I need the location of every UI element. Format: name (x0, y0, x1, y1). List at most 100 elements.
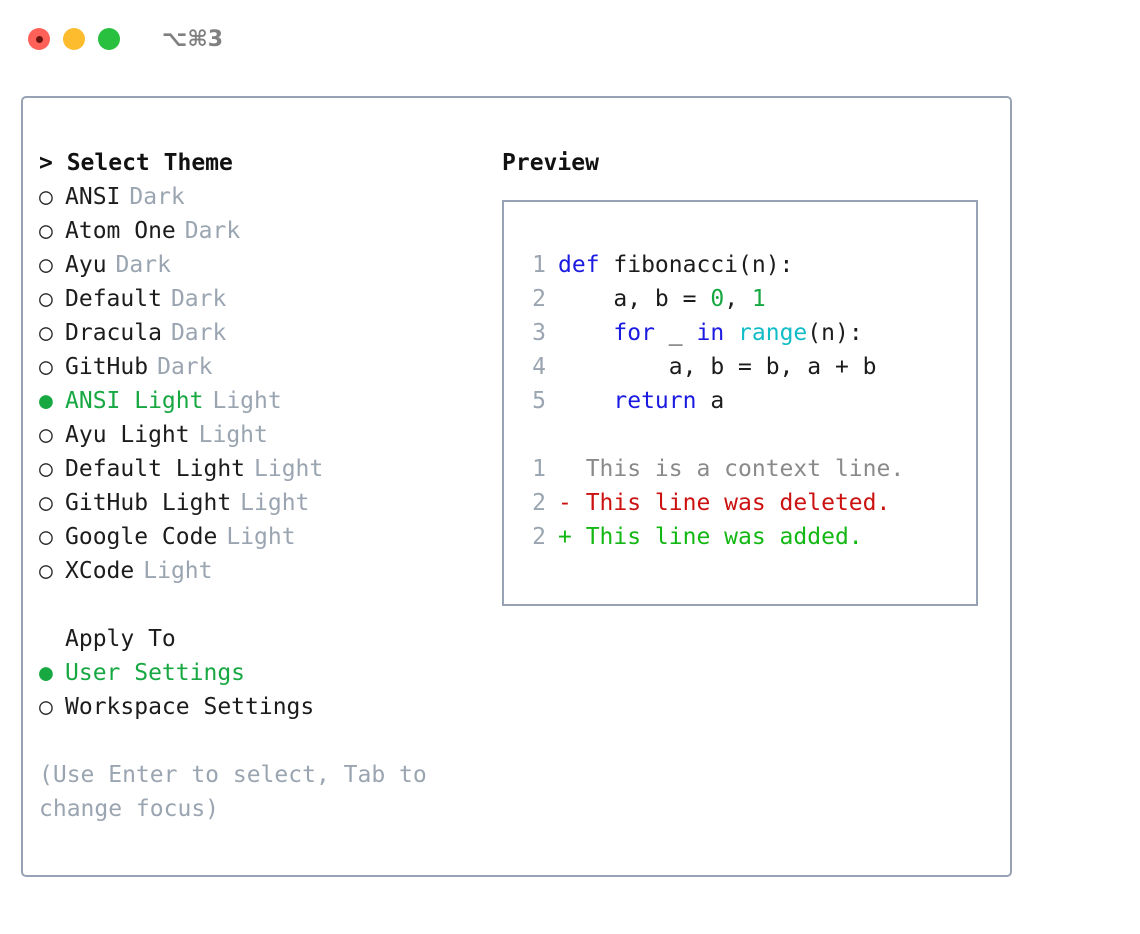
theme-option-label: XCode (65, 558, 135, 584)
theme-option-ayu[interactable]: ○ Ayu Dark (39, 248, 479, 282)
theme-option-label: GitHub (65, 354, 149, 380)
code-line: 1 def fibonacci(n): (504, 248, 976, 282)
traffic-light-group (28, 28, 120, 50)
preview-spacer (504, 418, 976, 452)
radio-selected-icon: ● (39, 388, 53, 414)
diff-line-content: This is a context line. (558, 456, 905, 482)
radio-unselected-icon: ○ (39, 558, 53, 584)
code-token-kw: return (613, 388, 697, 414)
code-line-number: 4 (532, 354, 546, 380)
code-token-plain: (n): (807, 320, 863, 346)
diff-sample: 1 This is a context line. 2 - This line wa… (504, 452, 976, 554)
theme-option-label: ANSI (65, 184, 121, 210)
code-line-content: a, b = b, a + b (558, 350, 877, 384)
theme-option-ayu-light[interactable]: ○ Ayu Light Light (39, 418, 479, 452)
apply-to-option-label: User Settings (65, 660, 246, 686)
code-token-plain: a, b = (558, 286, 711, 312)
theme-option-variant: Light (143, 558, 213, 584)
code-line: 2 a, b = 0, 1 (504, 282, 976, 316)
radio-unselected-icon: ○ (39, 184, 53, 210)
diff-line-add: 2+ This line was added. (504, 520, 976, 554)
diff-line-del: 2 - This line was deleted. (504, 486, 976, 520)
code-line-content: a, b = 0, 1 (558, 282, 765, 316)
diff-line-content: + This line was added. (558, 524, 863, 550)
code-token-kw: in (696, 320, 725, 346)
radio-unselected-icon: ○ (39, 252, 53, 278)
theme-option-label: Ayu (65, 252, 107, 278)
code-token-num: 0 (710, 286, 725, 312)
preview-heading: Preview (502, 150, 599, 176)
keyboard-shortcut-label: ⌥⌘3 (162, 26, 224, 52)
close-icon (35, 35, 43, 43)
theme-option-label: Ayu Light (65, 422, 190, 448)
theme-option-label: Default (65, 286, 162, 312)
theme-option-variant: Light (240, 490, 310, 516)
diff-line-number: 1 (532, 456, 546, 482)
code-token-plain (558, 388, 613, 414)
maximize-window-button[interactable] (98, 28, 120, 50)
theme-option-ansi[interactable]: ○ ANSI Dark (39, 180, 479, 214)
code-line-number: 1 (532, 252, 546, 278)
code-line-number: 2 (532, 286, 546, 312)
code-token-plain (724, 320, 738, 346)
apply-to-option-label: Workspace Settings (65, 694, 315, 720)
code-line-number: 3 (532, 320, 546, 346)
radio-unselected-icon: ○ (39, 524, 53, 550)
code-line: 5 return a (504, 384, 976, 418)
theme-option-variant: Dark (170, 286, 227, 312)
radio-selected-icon: ● (39, 660, 53, 686)
radio-unselected-icon: ○ (39, 320, 53, 346)
keyboard-hint-text: (Use Enter to select, Tab to change focu… (39, 762, 441, 822)
theme-option-variant: Dark (129, 184, 185, 210)
apply-to-option-user-settings[interactable]: ● User Settings (39, 656, 479, 690)
theme-option-google-code[interactable]: ○ Google Code Light (39, 520, 479, 554)
code-line-number: 5 (532, 388, 546, 414)
close-window-button[interactable] (28, 28, 50, 50)
radio-unselected-icon: ○ (39, 694, 53, 720)
apply-to-option-workspace-settings[interactable]: ○ Workspace Settings (39, 690, 479, 724)
radio-unselected-icon: ○ (39, 490, 53, 516)
apply-to-heading: Apply To (65, 626, 176, 652)
select-theme-heading: > Select Theme (39, 150, 233, 176)
code-token-plain: a (696, 388, 725, 414)
theme-option-variant: Dark (184, 218, 241, 244)
diff-line-number: 2 (532, 490, 546, 516)
radio-unselected-icon: ○ (39, 422, 53, 448)
theme-option-variant: Light (198, 422, 268, 448)
code-token-plain: , (724, 286, 752, 312)
code-token-plain: fibonacci(n): (599, 252, 794, 278)
code-token-kw: def (558, 252, 600, 278)
theme-option-variant: Light (212, 388, 282, 414)
theme-option-variant: Dark (115, 252, 171, 278)
theme-option-variant: Light (254, 456, 324, 482)
code-token-kw: for (613, 320, 655, 346)
code-token-plain: a, b = b, a + b (558, 354, 877, 380)
apply-to-list: ● User Settings ○ Workspace Settings (39, 656, 479, 724)
theme-option-github-light[interactable]: ○ GitHub Light Light (39, 486, 479, 520)
minimize-window-button[interactable] (63, 28, 85, 50)
theme-option-xcode[interactable]: ○ XCode Light (39, 554, 479, 588)
code-token-plain (558, 320, 613, 346)
theme-option-ansi-light[interactable]: ● ANSI Light Light (39, 384, 479, 418)
code-line-content: return a (558, 384, 724, 418)
radio-unselected-icon: ○ (39, 456, 53, 482)
code-token-fn: range (738, 320, 808, 346)
code-line: 3 for _ in range(n): (504, 316, 976, 350)
theme-option-label: GitHub Light (65, 490, 232, 516)
code-line-content: for _ in range(n): (558, 316, 863, 350)
diff-line-content: - This line was deleted. (558, 490, 891, 516)
theme-option-label: Google Code (65, 524, 218, 550)
theme-option-label: ANSI Light (65, 388, 204, 414)
code-line: 4 a, b = b, a + b (504, 350, 976, 384)
diff-line-context: 1 This is a context line. (504, 452, 976, 486)
theme-option-variant: Light (226, 524, 296, 550)
